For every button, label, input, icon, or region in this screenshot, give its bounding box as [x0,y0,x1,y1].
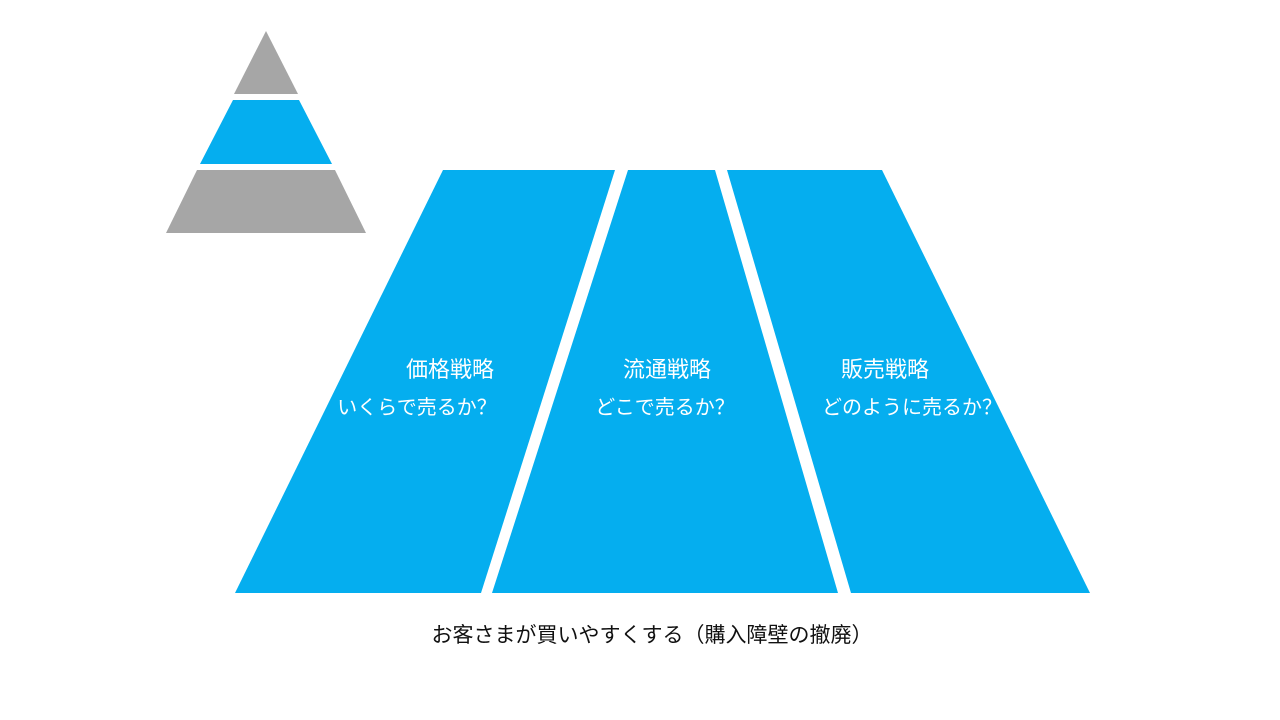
pyramid-level-middle [200,100,332,164]
segment-title-sales: 販売戦略 [841,358,929,383]
pyramid-level-bottom [166,170,366,233]
strategy-trapezoid [235,170,1090,593]
segment-subtitle-sales: どのように売るか？ [822,395,1002,419]
diagram-caption: お客さまが買いやすくする（購入障壁の撤廃） [432,623,873,647]
segment-title-distribution: 流通戦略 [623,358,711,383]
pyramid-level-top [234,31,298,94]
pyramid-icon [166,31,366,233]
segment-labels: 価格戦略 いくらで売るか？ 流通戦略 どこで売るか？ 販売戦略 どのように売るか… [337,358,1002,419]
segment-title-price: 価格戦略 [406,358,494,383]
segment-shape-price [235,170,615,593]
segment-subtitle-price: いくらで売るか？ [337,395,496,419]
segment-shape-sales [727,170,1090,593]
segment-shape-distribution [492,170,838,593]
segment-subtitle-distribution: どこで売るか？ [595,395,734,419]
